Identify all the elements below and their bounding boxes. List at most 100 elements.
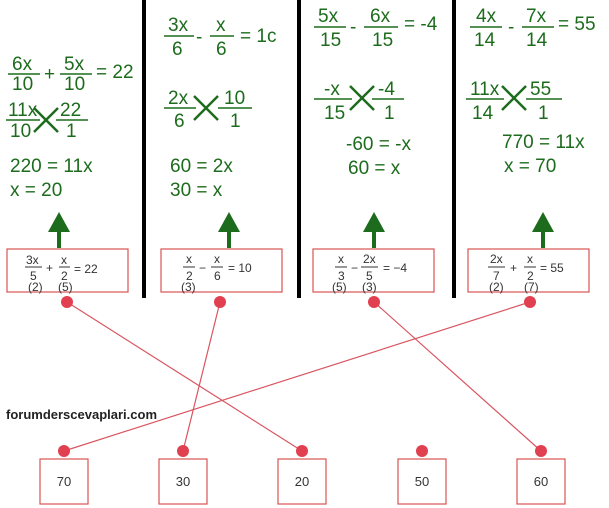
dot-answer-20[interactable] [296, 445, 308, 457]
p1-box-rhs: = 22 [74, 262, 98, 276]
answer-value-3: 20 [295, 474, 309, 489]
p1-line1: 220 = 11x [10, 156, 93, 177]
p3-eq-op: - [350, 17, 356, 38]
dot-p1[interactable] [61, 296, 73, 308]
dot-p2[interactable] [214, 296, 226, 308]
connector-p3-to-60 [373, 301, 542, 452]
dot-answer-70[interactable] [58, 445, 70, 457]
p1-eq-num1: 6x [12, 54, 33, 75]
p2-box-num2: x [214, 252, 220, 266]
p2-question-box: x 2 − x 6 = 10 (3) [160, 248, 283, 294]
p2-cross-num1: 2x [168, 88, 189, 109]
p1-line2: x = 20 [10, 180, 62, 201]
p3-line2: 60 = x [348, 158, 401, 179]
panel-dividers [142, 0, 456, 298]
p4-eq-den2: 14 [526, 30, 548, 51]
watermark: forumderscevaplari.com [6, 407, 158, 422]
p1-cross-num1: 11x [8, 100, 38, 121]
p3-eq-den1: 15 [320, 30, 341, 51]
p1-cross-den2: 1 [66, 121, 77, 142]
p1-eq-op: + [44, 64, 55, 85]
p2-line2: 30 = x [170, 180, 223, 201]
p3-cross-num1: -x [324, 79, 340, 100]
connection-lines [63, 301, 542, 452]
p4-up-arrow [532, 212, 554, 248]
p1-box-op: + [46, 261, 53, 275]
p4-cross-den1: 14 [472, 103, 494, 124]
p4-cross-den2: 1 [538, 103, 549, 124]
p1-box-den2: 2 [61, 269, 68, 283]
p2-eq-rhs: = 1c [240, 26, 276, 47]
answer-box-1[interactable] [39, 458, 89, 505]
answer-boxes: 70 30 20 50 60 [39, 458, 566, 505]
p2-box-rhs: = 10 [228, 261, 252, 275]
p2-up-arrow [218, 212, 240, 248]
answer-box-5[interactable] [516, 458, 566, 505]
divider-1 [142, 0, 146, 298]
p1-box-expand1: (2) [28, 280, 43, 294]
p2-cross-den2: 1 [230, 111, 241, 132]
p3-box-num1: x [338, 252, 344, 266]
dot-answer-60[interactable] [535, 445, 547, 457]
p1-eq-rhs: = 22 [96, 62, 134, 83]
dot-p3[interactable] [368, 296, 380, 308]
p1-eq-num2: 5x [64, 54, 85, 75]
answer-box-3[interactable] [277, 458, 327, 505]
p2-box-num1: x [186, 252, 192, 266]
p4-cross-num2: 55 [530, 79, 551, 100]
p4-eq-op: - [508, 17, 514, 38]
p1-box-den1: 5 [30, 269, 37, 283]
p4-box-den1: 7 [493, 269, 500, 283]
p2-box-den1: 2 [186, 269, 193, 283]
p2-eq-num2: x [216, 15, 226, 36]
answer-value-5: 60 [534, 474, 548, 489]
answer-box-2[interactable] [158, 458, 208, 505]
p4-box-num1: 2x [490, 252, 503, 266]
p2-box-den2: 6 [214, 269, 221, 283]
dot-p4[interactable] [524, 296, 536, 308]
p4-box-expand1: (2) [489, 280, 504, 294]
connector-p2-to-30 [182, 301, 221, 452]
p3-cross-den1: 15 [324, 103, 345, 124]
dot-answer-30[interactable] [177, 445, 189, 457]
answer-value-4: 50 [415, 474, 429, 489]
p4-line1: 770 = 11x [502, 132, 585, 153]
p3-up-arrow [363, 212, 385, 248]
answer-box-4[interactable] [397, 458, 447, 505]
p3-box-num2: 2x [363, 252, 376, 266]
p4-eq-num2: 7x [526, 6, 547, 27]
p4-cross-mark-b [501, 85, 527, 111]
answer-value-1: 70 [57, 474, 71, 489]
panel-2-solution: 3x 6 - x 6 = 1c 2x 6 10 1 60 = 2x 30 = x [164, 15, 276, 201]
p2-eq-num1: 3x [168, 15, 189, 36]
p3-eq-num1: 5x [318, 6, 339, 27]
dot-answer-50[interactable] [416, 445, 428, 457]
p2-box-expand1: (3) [181, 280, 196, 294]
panel-4-solution: 4x 14 - 7x 14 = 55 11x 14 55 1 770 = 11x… [466, 6, 596, 177]
p2-box-op: − [199, 261, 206, 275]
p4-box-expand2: (7) [524, 280, 539, 294]
panel-3-solution: 5x 15 - 6x 15 = -4 -x 15 -4 1 -60 = -x 6… [314, 6, 438, 179]
p3-eq-den2: 15 [372, 30, 393, 51]
p3-box-den1: 3 [338, 269, 345, 283]
panel-1-solution: 6x 10 + 5x 10 = 22 11x 10 22 1 220 = 11x… [6, 54, 134, 201]
p3-box-den2: 5 [366, 269, 373, 283]
divider-2 [297, 0, 301, 298]
answer-value-2: 30 [176, 474, 190, 489]
p2-line1: 60 = 2x [170, 156, 233, 177]
p4-box-op: + [510, 261, 517, 275]
p2-cross-mark-b [193, 95, 219, 121]
p2-eq-den1: 6 [172, 39, 183, 60]
p4-eq-num1: 4x [476, 6, 497, 27]
p1-box-num2: x [61, 253, 67, 267]
p3-box-rhs: = −4 [383, 261, 407, 275]
p1-cross-mark-b [33, 107, 59, 133]
p3-cross-num2: -4 [378, 79, 395, 100]
p3-question-box: x 3 − 2x 5 = −4 (5) (3) [312, 248, 435, 294]
bottom-dots [58, 445, 547, 457]
p4-eq-rhs: = 55 [558, 14, 596, 35]
p3-line1: -60 = -x [346, 134, 411, 155]
p3-eq-rhs: = -4 [404, 14, 438, 35]
p1-question-box: 3x 5 + x 2 = 22 (2) (5) [6, 248, 129, 294]
